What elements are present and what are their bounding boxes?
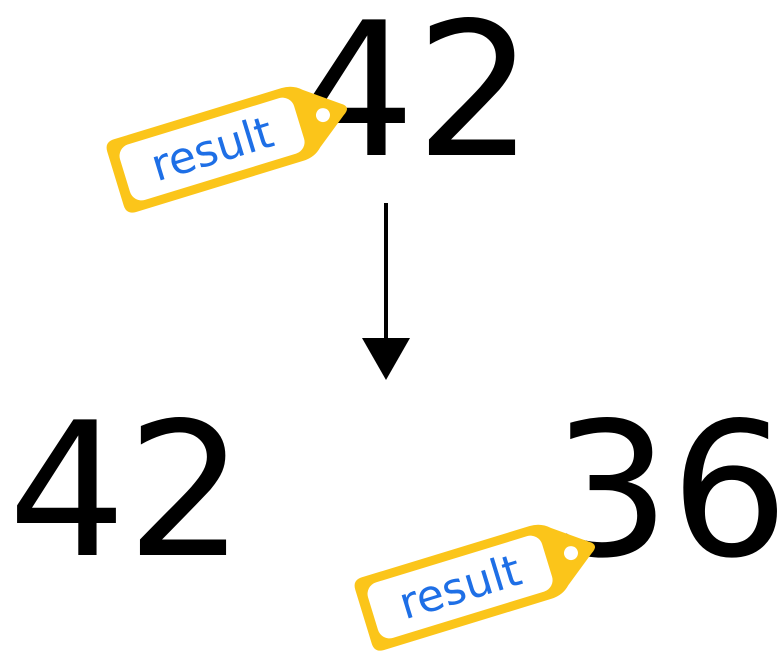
result-tag-top: result	[106, 86, 348, 213]
tag-top-inner	[119, 97, 305, 201]
tag-top-hole	[315, 108, 330, 123]
result-tag-bottom: result	[354, 524, 596, 651]
tag-bottom-inner	[367, 535, 553, 639]
down-arrow-icon	[362, 203, 410, 380]
bottom-left-number: 42	[8, 382, 245, 599]
top-number: 42	[297, 0, 534, 199]
bottom-right-number: 36	[552, 382, 777, 599]
tag-bottom-hole	[563, 546, 578, 561]
